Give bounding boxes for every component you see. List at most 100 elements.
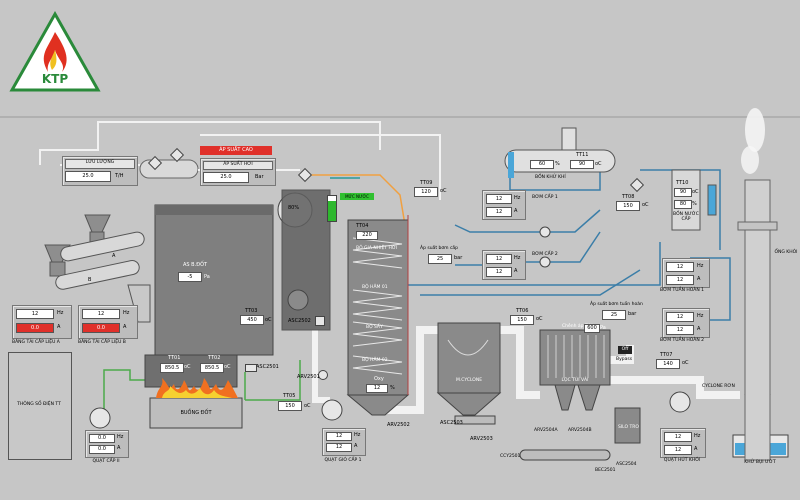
exhaust-fan-current: 12 bbox=[664, 445, 692, 455]
conveyor-b-label: B bbox=[88, 277, 92, 283]
feed-pump-1-hz: 12 bbox=[486, 194, 512, 204]
arv2501-label: ARV2501 bbox=[297, 374, 320, 380]
multi-cyclone-label: M.CYCLONE bbox=[455, 378, 483, 383]
feed-pump-2-label: BƠM CẤP 2 bbox=[532, 252, 558, 257]
feed-pump-pressure-value: 25 bbox=[428, 254, 452, 264]
asc2504-label: ASC2504 bbox=[616, 462, 637, 467]
conveyor-a-panel[interactable]: 12 Hz 0.0 A bbox=[12, 305, 72, 339]
arv2503-label: ARV2503 bbox=[470, 436, 493, 442]
flow-label: LƯU LƯỢNG bbox=[65, 159, 135, 169]
feed-pump-1-hz-unit: Hz bbox=[514, 195, 521, 201]
flow-unit: T/H bbox=[115, 173, 124, 179]
arv2502-label: ARV2502 bbox=[387, 422, 410, 428]
feed-tank-label: BỒN NƯỚC CẤP bbox=[673, 212, 699, 222]
tt03-label: TT03 bbox=[245, 308, 258, 314]
deaerator-temp-unit: oC bbox=[595, 161, 602, 167]
oxy-label: Oxy bbox=[374, 376, 384, 382]
conveyor-a-label: A bbox=[112, 253, 116, 259]
conveyor-b-hz: 12 bbox=[82, 309, 120, 319]
deaerator-temp-value: 90 bbox=[570, 160, 594, 169]
feed-pump-1-panel[interactable]: 12 Hz 12 A bbox=[482, 190, 526, 220]
conveyor-b-current-unit: A bbox=[123, 324, 127, 330]
tt01-label: TT01 bbox=[168, 355, 181, 361]
tt06-unit: oC bbox=[536, 316, 543, 322]
off-button[interactable]: Off bbox=[618, 346, 632, 354]
high-pressure-alarm: ÁP SUẤT CAO bbox=[200, 146, 272, 155]
tt01-value: 850.5 bbox=[160, 363, 184, 373]
circ-pump-2-hz: 12 bbox=[666, 312, 694, 322]
conveyor-a-hz-unit: Hz bbox=[57, 310, 64, 316]
furnace-pressure-value: -5 bbox=[178, 272, 202, 282]
tt07-value: 140 bbox=[656, 359, 680, 369]
bypass-label: Bypass bbox=[616, 357, 633, 362]
conveyor-b-panel[interactable]: 12 Hz 0.0 A bbox=[78, 305, 138, 339]
circ-pump-1-hz-unit: Hz bbox=[697, 263, 704, 269]
furnace-pressure-label: AS B.ĐỐT bbox=[183, 262, 208, 268]
feed-pump-2-hz: 12 bbox=[486, 254, 512, 264]
valve-asc2502[interactable] bbox=[315, 316, 325, 326]
circ-pump-2-panel[interactable]: 12 Hz 12 A bbox=[662, 308, 710, 338]
diff-pressure-unit: Pa bbox=[600, 325, 606, 331]
exhaust-fan-panel[interactable]: 12 Hz 12 A bbox=[660, 428, 706, 458]
tt05-unit: oC bbox=[304, 403, 311, 409]
tt02-value: 850.5 bbox=[200, 363, 224, 373]
tt03-unit: oC bbox=[265, 317, 272, 323]
circ-pressure-label: Áp suất bơm tuần hoàn bbox=[590, 302, 643, 307]
circ-pump-2-label: BƠM TUẦN HOÀN 2 bbox=[660, 338, 705, 343]
bec2501-label: BEC2501 bbox=[595, 468, 616, 473]
deaerator-level-unit: % bbox=[555, 161, 560, 167]
feed-tank-level-unit: % bbox=[692, 201, 697, 207]
exhaust-fan-label: QUẠT HÚT KHÓI bbox=[663, 458, 701, 463]
logo-text: KTP bbox=[41, 72, 69, 86]
diff-pressure-value: 600 bbox=[584, 324, 600, 333]
deaerator-label: BỒN KHỬ KHÍ bbox=[535, 175, 566, 180]
drum-level-label: 80% bbox=[288, 205, 300, 211]
conveyor-a-hz: 12 bbox=[16, 309, 54, 319]
wet-scrubber-label: KHỬ BỤI ƯỚT bbox=[744, 460, 776, 465]
exhaust-fan-hz: 12 bbox=[664, 432, 692, 442]
tt08-unit: oC bbox=[642, 202, 649, 208]
ash-silo-label: SILO TRO bbox=[618, 425, 639, 430]
circ-pump-2-current: 12 bbox=[666, 325, 694, 335]
primary-fan-current: 12 bbox=[326, 443, 352, 452]
economizer-1-label: BỘ HÂM 01 bbox=[362, 285, 388, 290]
combustion-chamber-label: BUỒNG ĐỐT bbox=[180, 410, 212, 416]
feed-pump-pressure-unit: bar bbox=[454, 255, 463, 261]
feed-pump-2-current-unit: A bbox=[514, 268, 518, 274]
tt02-label: TT02 bbox=[208, 355, 221, 361]
asc2501-label: ASC2501 bbox=[256, 364, 279, 370]
feed-pump-pressure-label: Áp suất bơm cấp bbox=[420, 246, 459, 251]
tt01-unit: oC bbox=[184, 364, 191, 370]
tt09-value: 120 bbox=[414, 187, 438, 197]
secondary-fan-hz-unit: Hz bbox=[117, 434, 124, 440]
circ-pump-2-hz-unit: Hz bbox=[697, 313, 704, 319]
water-level-alarm: MỨC NƯỚC bbox=[340, 193, 374, 200]
rotary-valve-arv2501[interactable] bbox=[318, 370, 328, 380]
diff-pressure-label: Chênh áp T/V bbox=[562, 324, 593, 329]
asc2502-label: ASC2502 bbox=[288, 318, 311, 324]
conveyor-a-current-unit: A bbox=[57, 324, 61, 330]
cyclone-label: CYCLONE RƠN bbox=[702, 384, 735, 389]
screw-feeder-asc2501[interactable] bbox=[245, 364, 257, 372]
air-preheater-label: BỘ SẤY bbox=[366, 325, 383, 330]
primary-fan-label: QUẠT GIÓ CẤP 1 bbox=[324, 458, 362, 463]
tt04-label: TT04 bbox=[356, 223, 369, 229]
electrical-params-box[interactable] bbox=[8, 352, 72, 460]
tt09-label: TT09 bbox=[420, 180, 433, 186]
flow-panel: LƯU LƯỢNG 25.0 T/H bbox=[62, 156, 138, 186]
chimney-label: ỐNG KHÓI bbox=[774, 250, 798, 255]
secondary-fan-label: QUẠT CẤP II bbox=[92, 459, 120, 464]
feed-pump-1-current: 12 bbox=[486, 207, 512, 217]
circ-pump-1-hz: 12 bbox=[666, 262, 694, 272]
primary-fan-panel[interactable]: 12 Hz 12 A bbox=[322, 428, 366, 456]
steam-pressure-label: ÁP SUẤT HƠI bbox=[203, 161, 273, 170]
circ-pump-1-panel[interactable]: 12 Hz 12 A bbox=[662, 258, 710, 288]
drum-level-bar bbox=[327, 195, 337, 222]
conveyor-b-current: 0.0 bbox=[82, 323, 120, 333]
secondary-fan-panel[interactable]: 0.0 Hz 0.0 A bbox=[85, 430, 129, 458]
steam-pressure-panel: ÁP SUẤT HƠI 25.0 Bar bbox=[200, 158, 276, 186]
conveyor-a-title: BĂNG TẢI CẤP LIỆU A bbox=[12, 340, 60, 345]
primary-fan-hz-unit: Hz bbox=[354, 432, 361, 438]
feed-pump-2-panel[interactable]: 12 Hz 12 A bbox=[482, 250, 526, 280]
